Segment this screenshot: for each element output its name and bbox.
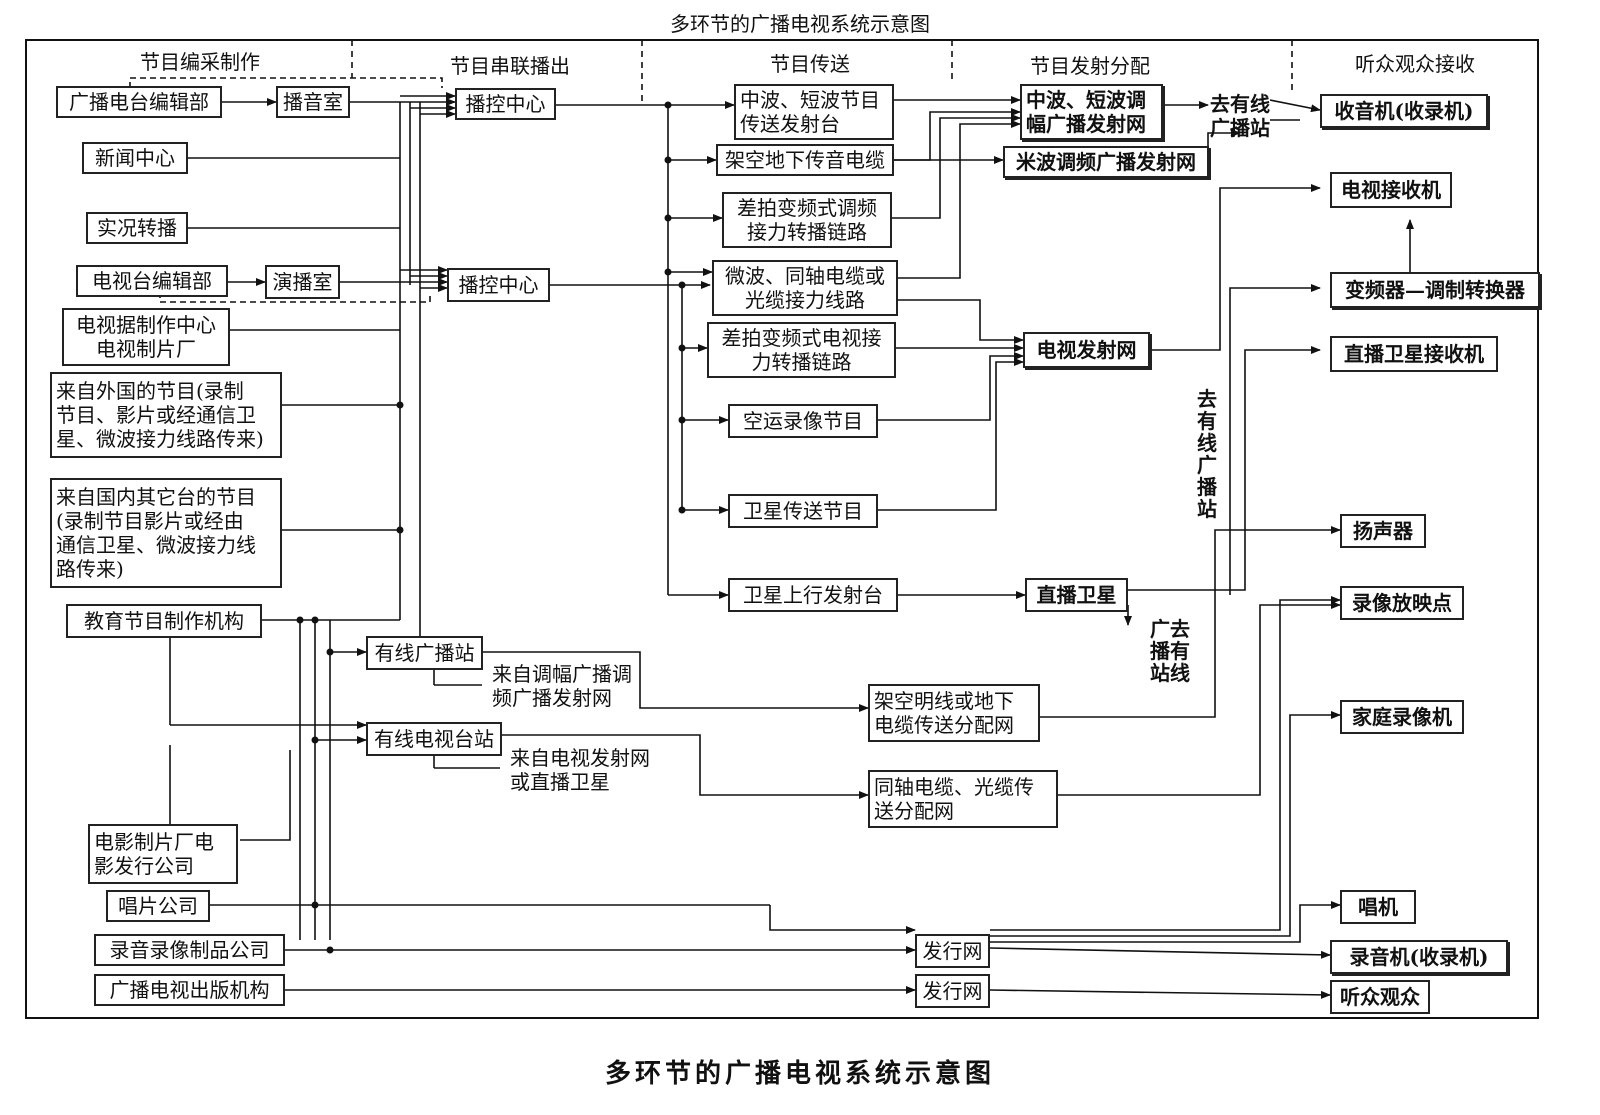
loudspeaker-box: 扬声器 [1340,514,1426,548]
cable-radio-station-box: 有线广播站 [366,636,483,670]
column-header-production: 节目编采制作 [140,50,260,74]
tv-receiver-box: 电视接收机 [1330,172,1452,208]
audience-box: 听众观众 [1330,980,1430,1014]
column-header-playout: 节目串联播出 [450,54,570,78]
to-cable-station-vertical-label: 去有线广播站 [1197,387,1217,521]
foreign-programs-box: 来自外国的节目(录制 节目、影片或经通信卫 星、微波接力线路传来) [50,372,282,458]
overhead-cable-box: 架空地下传音电缆 [716,144,894,176]
microwave-relay-box: 微波、同轴电缆或 光缆接力线路 [712,260,898,316]
fm-broadcast-net-box: 米波调频广播发射网 [1003,146,1209,178]
domestic-programs-box: 来自国内其它台的节目 (录制节目影片或经由 通信卫星、微波接力线 路传来) [50,478,282,588]
publishing-org-box: 广播电视出版机构 [94,974,285,1006]
coax-distribution-net-box: 同轴电缆、光缆传 送分配网 [868,770,1058,828]
tv-editorial-box: 电视台编辑部 [76,265,228,297]
beat-fm-relay-box: 差拍变频式调频 接力转播链路 [722,192,892,248]
distribution-network-box-2: 发行网 [915,974,990,1008]
top-title: 多环节的广播电视系统示意图 [670,12,930,36]
cable-tv-station-box: 有线电视台站 [366,722,502,756]
phonograph-box: 唱机 [1340,890,1416,924]
to-cable-station-label-2: 广去 播有 站线 [1150,617,1190,685]
to-cable-station-label: 去有线 广播站 [1210,92,1270,140]
from-tv-net-label: 来自电视发射网 或直播卫星 [510,746,650,794]
column-header-distribution: 节目发射分配 [1030,54,1150,78]
tv-transmitter-net-box: 电视发射网 [1023,332,1150,368]
air-video-box: 空运录像节目 [728,404,878,438]
av-products-company-box: 录音录像制品公司 [94,934,285,966]
satellite-uplink-box: 卫星上行发射台 [728,578,898,612]
beat-tv-relay-box: 差拍变频式电视接 力转播链路 [707,322,896,378]
am-broadcast-net-box: 中波、短波调 幅广播发射网 [1020,84,1163,140]
education-production-box: 教育节目制作机构 [66,604,262,638]
live-relay-box: 实况转播 [86,212,188,244]
radio-control-center-box: 播控中心 [455,88,556,120]
satellite-program-box: 卫星传送节目 [728,494,878,528]
tv-control-center-box: 播控中心 [447,268,550,302]
frequency-converter-box: 变频器—调制转换器 [1330,272,1540,308]
studio-box: 演播室 [265,265,340,299]
video-screening-point-box: 录像放映点 [1340,586,1464,620]
radio-receiver-box: 收音机(收录机) [1320,94,1488,128]
from-am-fm-net-label: 来自调幅广播调 频广播发射网 [492,662,632,710]
broadcast-room-box: 播音室 [276,86,350,118]
column-header-reception: 听众观众接收 [1355,52,1475,76]
tape-recorder-box: 录音机(收录机) [1330,940,1508,974]
column-header-transmission: 节目传送 [770,52,850,76]
direct-broadcast-satellite-box: 直播卫星 [1025,578,1128,612]
bottom-title: 多环节的广播电视系统示意图 [604,1059,995,1089]
distribution-network-box-1: 发行网 [915,934,990,968]
tv-production-center-box: 电视据制作中心 电视制片厂 [62,308,230,366]
home-vcr-box: 家庭录像机 [1340,700,1464,734]
record-company-box: 唱片公司 [106,890,210,922]
overhead-distribution-net-box: 架空明线或地下 电缆传送分配网 [868,684,1040,742]
film-studio-box: 电影制片厂电 影发行公司 [88,824,238,884]
mw-sw-transmitter-box: 中波、短波节目 传送发射台 [734,84,894,140]
radio-editorial-box: 广播电台编辑部 [56,86,222,118]
news-center-box: 新闻中心 [82,142,188,174]
satellite-receiver-box: 直播卫星接收机 [1330,336,1498,372]
